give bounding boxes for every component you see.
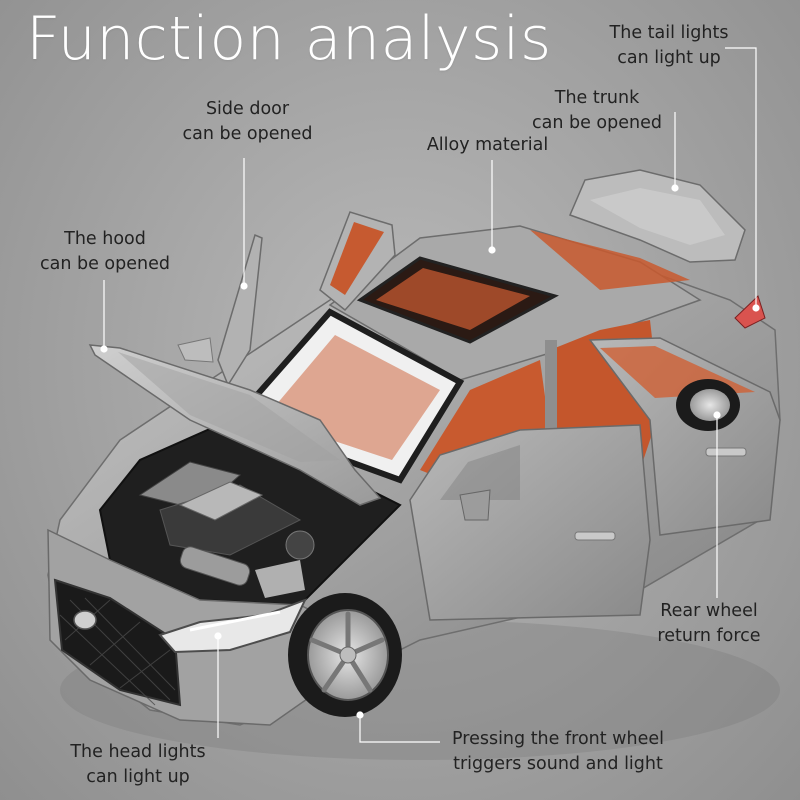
headlight [158, 598, 307, 654]
far-front-door [217, 233, 263, 387]
callout-line: can be opened [182, 124, 313, 144]
callout-line: can light up [617, 48, 721, 68]
callout-tail-lights: The tail lights can light up [604, 21, 734, 71]
callout-line: can be opened [40, 254, 170, 274]
callout-line: Pressing the front wheel [452, 729, 664, 749]
callout-line: can light up [86, 767, 190, 787]
page-title: Function analysis [26, 4, 552, 74]
callout-side-door: Side door can be opened [170, 97, 325, 147]
callout-rear-wheel: Rear wheel return force [648, 599, 770, 649]
front-wheel [288, 593, 402, 717]
callout-line: can be opened [532, 113, 662, 133]
tail-light [734, 295, 766, 329]
callout-line: Rear wheel [660, 601, 758, 621]
callout-front-wheel: Pressing the front wheel triggers sound … [442, 727, 674, 777]
callout-trunk: The trunk can be opened [522, 86, 672, 136]
callout-head-lights: The head lights can light up [60, 740, 216, 790]
callout-line: Alloy material [426, 135, 549, 155]
callout-alloy: Alloy material [420, 133, 555, 158]
callout-line: triggers sound and light [453, 754, 663, 774]
callout-line: Side door [205, 99, 290, 119]
rear-wheel [676, 379, 740, 431]
leader-lines [100, 47, 760, 743]
callout-hood: The hood can be opened [30, 227, 180, 277]
callout-line: The hood [64, 229, 146, 249]
callout-line: return force [657, 626, 761, 646]
lexus-emblem [73, 610, 97, 630]
leader-front-wheel [359, 715, 440, 743]
front-door-open [409, 424, 651, 621]
callout-line: The head lights [70, 742, 206, 762]
callout-line: The tail lights [609, 23, 729, 43]
leader-tail-lights [725, 47, 757, 308]
callout-line: The trunk [554, 88, 640, 108]
